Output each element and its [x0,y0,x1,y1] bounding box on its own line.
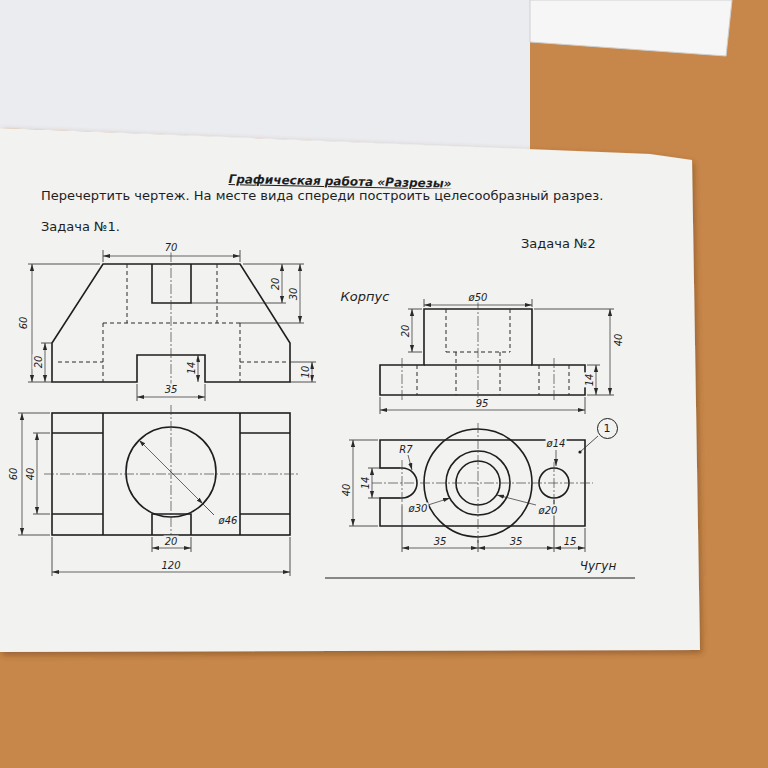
dimension-label: 60 [8,467,19,482]
paper-stack [530,0,732,56]
dimension-label: 70 [164,242,179,253]
dimension-label: 20 [164,536,179,547]
dimension-label: Корпус [340,290,391,304]
dimension-label: 20 [400,324,411,339]
dimension-label: 40 [613,333,624,348]
dimension-label: 35 [164,384,179,395]
dimension-label: 20 [270,277,281,292]
dimension-label: 14 [584,373,595,388]
task1-top-view [18,405,298,576]
dimension-label: 10 [300,365,311,380]
dimension-label: 120 [160,560,181,571]
dimension-label: 20 [33,355,44,370]
worksheet [0,128,700,652]
dimension-label: 15 [563,536,578,547]
dimension-label: ø50 [468,292,489,303]
dimension-label: R7 [398,444,413,455]
instruction-text: Задача №1. [40,220,121,234]
callout-number: 1 [604,422,611,435]
callout-circle: 1 [597,418,618,439]
dimension-label: 40 [341,483,352,498]
instruction-text: Задача №2 [520,237,597,251]
dimension-label: ø20 [538,505,559,516]
dimension-label: ø14 [546,438,567,449]
task2-top-view [325,423,635,578]
task2-front-view [380,299,614,414]
dimension-label: 40 [25,467,36,482]
back-sheet [0,0,530,150]
task1-front-view [28,250,316,401]
dimension-label: 35 [433,536,448,547]
dimension-label: 60 [18,316,29,331]
dimension-label: 35 [509,536,524,547]
dimension-label: 14 [186,361,197,376]
dimension-label: 14 [360,476,371,491]
dimension-label: Чугун [579,560,618,573]
dimension-label: 30 [288,287,299,302]
instruction-text: Перечертить чертеж. На месте вида сперед… [40,189,604,203]
dimension-label: 95 [475,398,490,409]
dimension-label: ø30 [408,503,429,514]
dimension-label: ø46 [218,515,239,526]
